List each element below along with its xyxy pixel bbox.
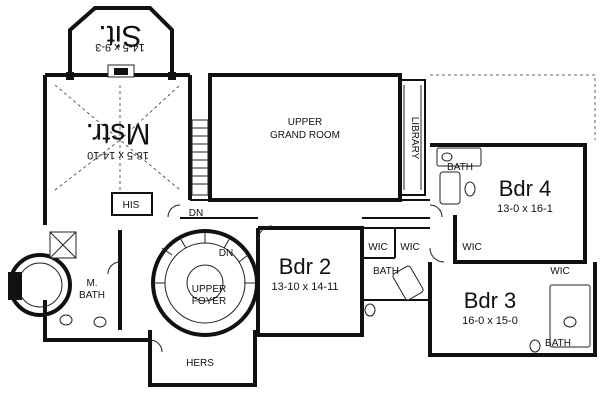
bdr2-tub [392,265,424,301]
bdr4-tub [439,171,461,205]
column [66,72,74,80]
bdr4-bath-label: BATH [447,162,473,173]
grand-room-label-line2: GRAND ROOM [270,130,340,141]
toilet [464,181,476,197]
master-ceiling-lines [54,84,181,191]
sink [59,314,73,326]
open-below-area [430,74,596,140]
bdr3-walls [428,262,597,357]
door-swings [107,204,445,353]
shower-cross [49,231,77,259]
sink [563,316,577,328]
his-closet-label: HIS [123,200,140,211]
bdr2-label: Bdr 2 [279,254,332,279]
library-shelves [403,85,422,190]
bdr2-bath-walls [362,227,430,301]
foyer-label-line2: FOYER [192,296,226,307]
wic-label-bdr4: WIC [462,242,481,253]
bdr4-bath-counter [436,147,482,167]
spiral-down-label: DN [219,248,233,259]
toilet [364,303,376,317]
his-closet-walls [111,192,153,216]
master-bath-tub [17,262,63,308]
bdr4-walls [430,143,587,264]
sink [441,152,453,162]
bdr3-bath-label: BATH [545,338,571,349]
bdr2-walls [256,226,364,337]
toilet [529,339,541,353]
bdr3-bath-counter [549,284,591,348]
master-bath-label-line1: M. [86,278,97,289]
wic-label-bdr2: WIC [368,242,387,253]
toilet [93,316,107,328]
wic-label-bdr3: WIC [550,266,569,277]
hers-closet-label: HERS [186,358,214,369]
bdr4-dimensions: 13-0 x 16-1 [497,203,553,215]
library-walls [400,79,426,196]
foyer-label-line1: UPPER [192,284,226,295]
master-bath-label-line2: BATH [79,290,105,301]
hers-closet-walls [148,330,257,387]
bdr2-dimensions: 13-10 x 14-11 [271,281,338,293]
sit-label: Sit. [98,19,141,52]
sitting-fireplace-box [114,68,128,75]
stair-down-label: DN [189,208,203,219]
bdr3-label: Bdr 3 [464,288,517,313]
mstr-dimensions: 18-5 x 14-10 [87,149,149,161]
mstr-label: Mstr. [86,117,151,150]
library-label: LIBRARY [409,117,420,160]
column [168,72,176,80]
fireplace-block [8,272,22,300]
sit-dimensions: 14-5 x 9-3 [95,41,145,53]
bdr3-dimensions: 16-0 x 15-0 [462,315,518,327]
wic-label-corridor: WIC [400,242,419,253]
bdr2-bath-label: BATH [373,266,399,277]
straight-stair [191,119,209,196]
sitting-room-walls [68,6,174,75]
bdr4-label: Bdr 4 [499,176,552,201]
spiral-staircase [151,229,259,337]
grand-room-label-line1: UPPER [288,117,322,128]
